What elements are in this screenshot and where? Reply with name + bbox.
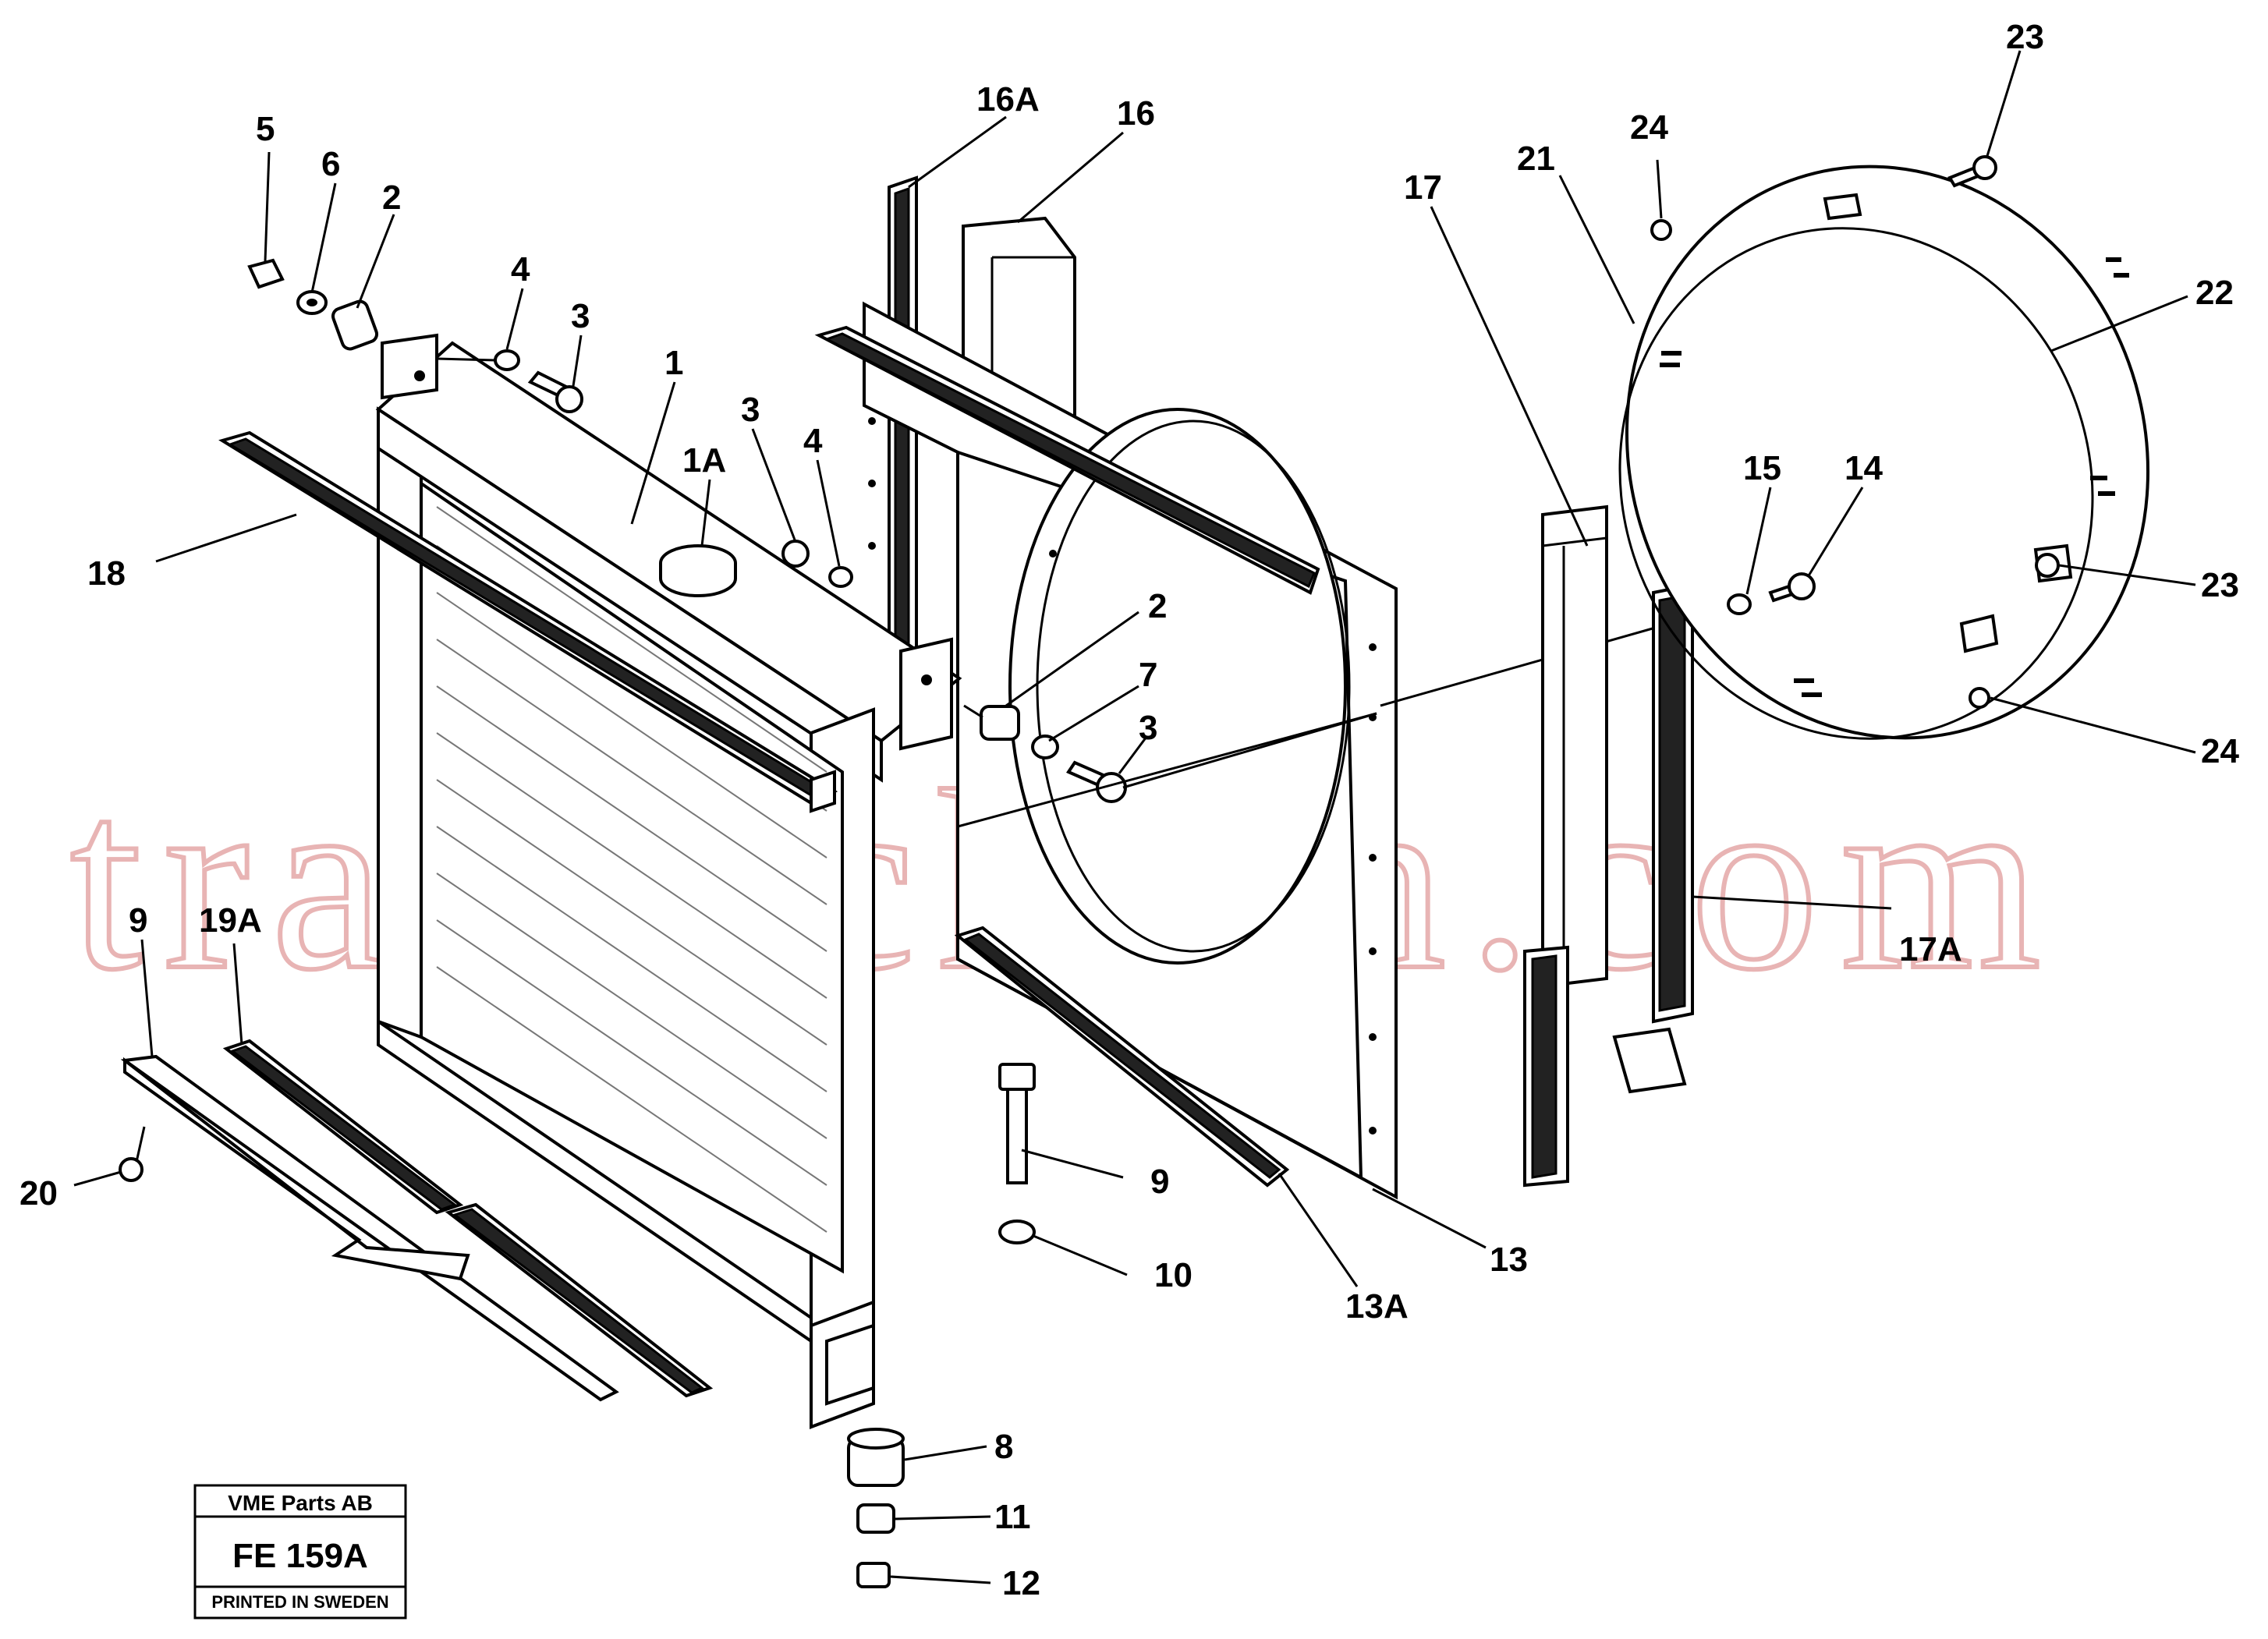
callout-14: 14 xyxy=(1845,449,1883,487)
callout-12: 12 xyxy=(1002,1564,1040,1602)
callout-3-mid: 3 xyxy=(741,391,760,429)
filler-cap-1A xyxy=(659,544,737,597)
callout-23-top: 23 xyxy=(2006,18,2044,56)
hardware-top-left xyxy=(247,258,583,413)
callout-1: 1 xyxy=(664,344,683,382)
callout-11: 11 xyxy=(994,1498,1031,1536)
callout-23-right: 23 xyxy=(2201,566,2239,604)
callout-20: 20 xyxy=(19,1174,58,1212)
callout-8: 8 xyxy=(994,1428,1013,1466)
hardware-center xyxy=(980,705,1127,803)
callout-10: 10 xyxy=(1154,1256,1192,1294)
hardware-mid xyxy=(781,540,853,588)
title-block: VME Parts AB FE 159A PRINTED IN SWEDEN xyxy=(193,1484,407,1620)
hardware-bottom xyxy=(847,1063,1036,1588)
seal-strip-13A xyxy=(954,926,1290,1188)
assembly-lines xyxy=(436,357,1748,828)
title-block-printed: PRINTED IN SWEDEN xyxy=(211,1592,388,1612)
callout-2-top: 2 xyxy=(382,179,401,217)
callout-15: 15 xyxy=(1743,449,1781,487)
callout-9-left: 9 xyxy=(129,901,147,940)
callout-16A: 16A xyxy=(976,80,1040,119)
callout-24-top: 24 xyxy=(1630,108,1668,147)
bolt-20 xyxy=(119,1126,146,1182)
seal-strip-18 xyxy=(218,430,838,813)
seal-strip-top-shroud xyxy=(814,325,1320,595)
callout-4-mid: 4 xyxy=(803,422,823,460)
callout-9-right: 9 xyxy=(1150,1163,1169,1201)
callout-22: 22 xyxy=(2195,274,2234,312)
callout-1A: 1A xyxy=(682,441,726,480)
callout-5: 5 xyxy=(256,110,275,148)
callout-4-top: 4 xyxy=(511,250,530,289)
callout-13: 13 xyxy=(1490,1241,1528,1279)
callout-2-center: 2 xyxy=(1148,587,1167,625)
callout-13A: 13A xyxy=(1345,1287,1409,1326)
title-block-company: VME Parts AB xyxy=(228,1491,373,1515)
callout-17A: 17A xyxy=(1899,930,1962,968)
callout-18: 18 xyxy=(87,554,126,593)
callout-16: 16 xyxy=(1117,94,1155,133)
leader-lines xyxy=(73,50,2196,1584)
bottom-strips-19A xyxy=(120,1039,714,1402)
callout-24-right: 24 xyxy=(2201,732,2239,770)
hardware-ring xyxy=(1650,155,2060,709)
title-block-drawing-number: FE 159A xyxy=(232,1537,368,1575)
callout-17: 17 xyxy=(1404,168,1442,207)
callout-6: 6 xyxy=(321,145,340,183)
radiator-1 xyxy=(375,333,962,1429)
bracket-17 xyxy=(1523,504,1608,1188)
seal-strip-17A xyxy=(1612,582,1694,1094)
callout-3-center: 3 xyxy=(1139,709,1157,747)
callout-19A: 19A xyxy=(199,901,262,940)
callout-7: 7 xyxy=(1139,656,1157,694)
fan-ring-21-22 xyxy=(1618,165,2150,740)
callout-21: 21 xyxy=(1517,140,1555,178)
callout-3-top: 3 xyxy=(571,297,590,335)
